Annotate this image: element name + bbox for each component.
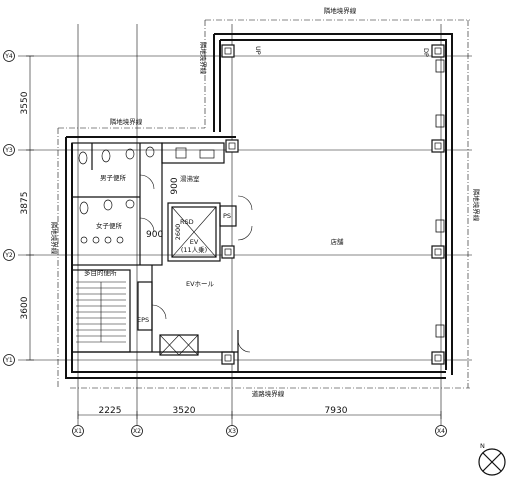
dim-row3: 3600 xyxy=(20,296,30,319)
toilet-fixture xyxy=(78,151,88,165)
col-axis-label-x4: X4 xyxy=(437,428,445,435)
dim-900-vertical: 900 xyxy=(170,177,180,194)
boundary-mid-label: 隣地境界線 xyxy=(110,117,143,126)
water-heater xyxy=(175,147,187,159)
boundary-top-label: 隣地境界線 xyxy=(324,6,357,15)
toilet-fixture xyxy=(101,149,111,163)
dp-marks xyxy=(435,59,445,338)
boundary-left-label: 隣地境界線 xyxy=(50,222,59,255)
dim-900-horizontal: 900 xyxy=(146,230,163,240)
ev-hall-label: EVホール xyxy=(186,280,215,288)
toilet-fixture xyxy=(79,201,89,215)
shop-label: 店舗 xyxy=(331,237,345,246)
dim-col2: 3520 xyxy=(173,406,196,416)
column xyxy=(225,139,239,153)
dim-row1: 3550 xyxy=(20,91,30,114)
eps-label: EPS xyxy=(137,316,149,324)
boundary-right-label: 隣地境界線 xyxy=(472,189,481,222)
column xyxy=(431,44,445,58)
ev-label: EV xyxy=(190,238,199,246)
boundary-left-upper-label: 隣地境界線 xyxy=(199,42,208,75)
col-axis-label-x2: X2 xyxy=(133,428,141,435)
sink-fixture xyxy=(92,236,100,244)
col-axis-label-x3: X3 xyxy=(228,428,236,435)
col-axis-x4 xyxy=(435,425,447,437)
toilet-fixture xyxy=(103,199,113,211)
row-axis-y2 xyxy=(3,249,15,261)
dp-label: DP xyxy=(422,48,430,57)
north-arrow-icon xyxy=(478,448,506,476)
dim-row2: 3875 xyxy=(20,192,30,215)
column xyxy=(221,245,235,259)
dim-col3: 7930 xyxy=(325,406,348,416)
fixtures xyxy=(78,146,215,244)
vertical-dimension-line xyxy=(26,55,34,361)
row-axis-y1 xyxy=(3,354,15,366)
sink-fixture xyxy=(80,236,88,244)
urinal-fixture xyxy=(125,148,135,160)
door xyxy=(151,304,167,320)
road-boundary-label: 道路境界線 xyxy=(252,389,285,398)
col-axis-x3 xyxy=(226,425,238,437)
sink-counter xyxy=(199,149,215,159)
column xyxy=(431,351,445,365)
column xyxy=(221,44,235,58)
row-axis-label-y3: Y3 xyxy=(4,147,13,154)
disabled-mark-icon xyxy=(125,199,135,209)
up-label: UP xyxy=(254,46,262,55)
column xyxy=(431,245,445,259)
col-axis-label-x1: X1 xyxy=(74,428,82,435)
womens-toilet-label: 女子便所 xyxy=(96,221,123,230)
mens-toilet-label: 男子便所 xyxy=(100,173,127,182)
row-axis-markers xyxy=(3,50,15,366)
column xyxy=(221,351,235,365)
disabled-toilet-label: 多目的便所 xyxy=(84,268,117,277)
row-axis-label-y2: Y2 xyxy=(4,252,13,259)
row-axis-label-y1: Y1 xyxy=(4,357,13,364)
structural-columns xyxy=(221,44,445,365)
dim-col1: 2225 xyxy=(99,406,122,416)
north-label: N xyxy=(480,442,485,450)
horizontal-dimension-line xyxy=(77,411,442,419)
grid-lines xyxy=(18,24,472,428)
sink-fixture xyxy=(145,146,155,158)
door xyxy=(237,339,251,353)
service-box-marks xyxy=(159,334,199,356)
hot-water-room-label: 湯沸室 xyxy=(180,174,200,183)
col-axis-x2 xyxy=(131,425,143,437)
door-swings xyxy=(139,174,253,353)
row-axis-label-y4: Y4 xyxy=(4,53,13,60)
dim-2600: 2600 xyxy=(174,224,182,241)
boundary-lines xyxy=(57,19,470,389)
sink-fixture xyxy=(104,236,112,244)
sink-fixture xyxy=(116,236,124,244)
row-axis-y3 xyxy=(3,144,15,156)
ev-capacity-label: (11人乗) xyxy=(181,245,207,254)
ev-shaft-cross xyxy=(171,206,217,258)
col-axis-x1 xyxy=(72,425,84,437)
exterior-walls xyxy=(65,33,453,379)
door xyxy=(237,195,253,211)
ps-label: PS xyxy=(223,212,231,220)
column xyxy=(431,139,445,153)
col-axis-markers xyxy=(72,425,447,437)
door xyxy=(237,225,253,241)
door xyxy=(139,174,155,190)
interior-partitions xyxy=(71,142,239,372)
door xyxy=(139,217,155,233)
rsd-label: RSD xyxy=(180,218,194,226)
row-axis-y4 xyxy=(3,50,15,62)
stair-treads xyxy=(76,281,126,343)
